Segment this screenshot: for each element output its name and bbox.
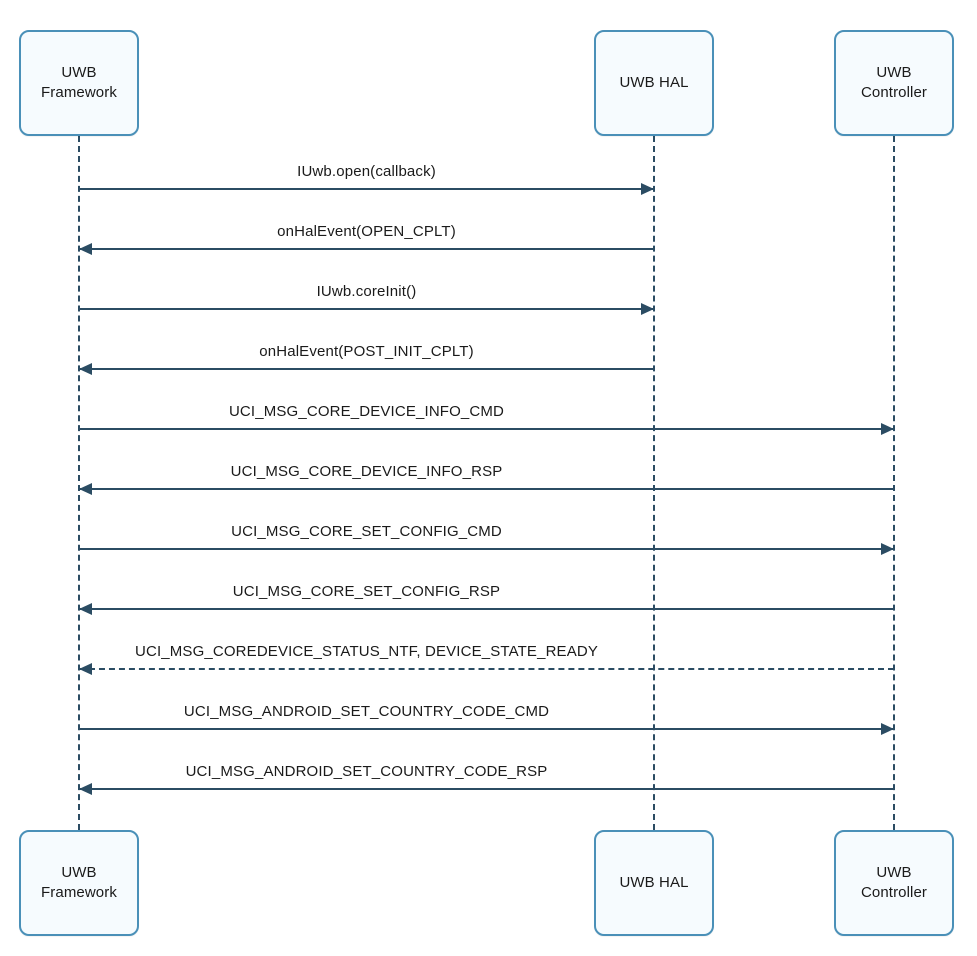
- arrowhead-right-icon: [881, 543, 894, 555]
- message-line: [79, 368, 654, 370]
- message-label: onHalEvent(POST_INIT_CPLT): [259, 343, 474, 360]
- lifeline-hal: [653, 136, 655, 830]
- message-label: UCI_MSG_ANDROID_SET_COUNTRY_CODE_RSP: [185, 763, 548, 780]
- message-line: [79, 668, 894, 670]
- message-line: [79, 308, 654, 310]
- message-label: onHalEvent(OPEN_CPLT): [277, 223, 456, 240]
- arrowhead-left-icon: [79, 243, 92, 255]
- message-label: UCI_MSG_CORE_SET_CONFIG_RSP: [232, 583, 501, 600]
- participant-label: UWB Controller: [860, 863, 928, 901]
- message-line: [79, 188, 654, 190]
- arrowhead-left-icon: [79, 603, 92, 615]
- arrowhead-left-icon: [79, 483, 92, 495]
- message-label: UCI_MSG_ANDROID_SET_COUNTRY_CODE_CMD: [183, 703, 550, 720]
- message-label: UCI_MSG_CORE_DEVICE_INFO_RSP: [230, 463, 503, 480]
- message-line: [79, 488, 894, 490]
- arrowhead-left-icon: [79, 663, 92, 675]
- arrowhead-left-icon: [79, 363, 92, 375]
- arrowhead-right-icon: [641, 183, 654, 195]
- message-label: UCI_MSG_CORE_DEVICE_INFO_CMD: [228, 403, 505, 420]
- message-label: IUwb.open(callback): [297, 163, 436, 180]
- participant-label: UWB HAL: [619, 73, 689, 91]
- arrowhead-right-icon: [881, 423, 894, 435]
- message-line: [79, 548, 894, 550]
- participant-label: UWB Framework: [41, 863, 117, 901]
- message-line: [79, 608, 894, 610]
- footer-participant-framework[interactable]: UWB Framework: [19, 830, 139, 936]
- header-participant-hal[interactable]: UWB HAL: [594, 30, 714, 136]
- footer-participant-hal[interactable]: UWB HAL: [594, 830, 714, 936]
- message-label: UCI_MSG_CORE_SET_CONFIG_CMD: [231, 523, 502, 540]
- message-line: [79, 248, 654, 250]
- lifeline-controller: [893, 136, 895, 830]
- header-participant-framework[interactable]: UWB Framework: [19, 30, 139, 136]
- participant-label: UWB Controller: [860, 63, 928, 101]
- header-participant-controller[interactable]: UWB Controller: [834, 30, 954, 136]
- message-line: [79, 428, 894, 430]
- message-label: IUwb.coreInit(): [316, 283, 417, 300]
- footer-participant-controller[interactable]: UWB Controller: [834, 830, 954, 936]
- message-label: UCI_MSG_COREDEVICE_STATUS_NTF, DEVICE_ST…: [134, 643, 599, 660]
- message-line: [79, 728, 894, 730]
- participant-label: UWB HAL: [619, 873, 689, 891]
- participant-label: UWB Framework: [41, 63, 117, 101]
- arrowhead-left-icon: [79, 783, 92, 795]
- arrowhead-right-icon: [881, 723, 894, 735]
- arrowhead-right-icon: [641, 303, 654, 315]
- message-line: [79, 788, 894, 790]
